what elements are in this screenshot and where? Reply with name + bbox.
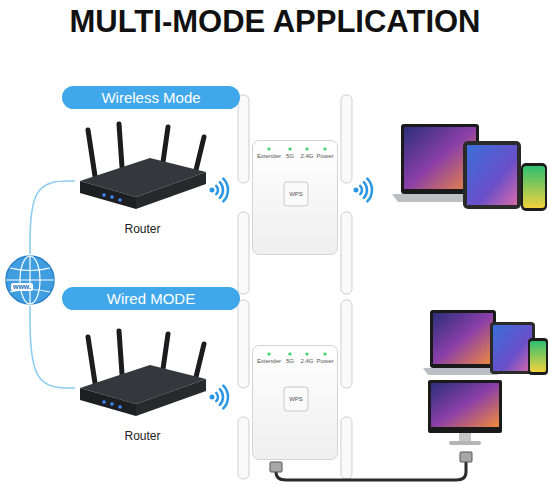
device-label: Power — [316, 358, 333, 365]
devices-wired — [423, 310, 548, 445]
status-led — [267, 147, 270, 150]
monitor-display — [431, 383, 499, 427]
mode-label: Wireless Mode — [62, 86, 240, 109]
device-label: 2.4G — [300, 153, 313, 160]
status-led — [288, 352, 291, 355]
mode-label: Wired MODE — [62, 287, 240, 310]
device-label: WPS — [289, 396, 303, 403]
wifi-signal — [210, 179, 228, 202]
device-label: 5G — [286, 358, 294, 365]
diagram-title: MULTI-MODE APPLICATION — [0, 3, 550, 41]
status-led — [305, 147, 308, 150]
tablet-display — [493, 325, 532, 371]
antenna — [238, 300, 249, 388]
laptop-display — [433, 313, 493, 364]
globe-grid — [20, 256, 40, 304]
status-led — [267, 352, 270, 355]
device-label: 5G — [286, 153, 294, 160]
extender-node: Extender 5G 2.4GPowerWPS — [252, 345, 338, 460]
device-label: Extender — [257, 358, 281, 365]
node-label: www. — [11, 283, 33, 291]
monitor — [428, 380, 502, 433]
monitor-stand — [459, 433, 471, 442]
monitor-base — [449, 441, 481, 445]
router-illustration — [80, 331, 206, 416]
wps-button — [284, 182, 308, 206]
antenna — [238, 212, 249, 294]
status-led — [305, 352, 308, 355]
router-node: Router — [75, 332, 210, 444]
device-label: WPS — [289, 191, 303, 198]
globe-circle — [6, 256, 54, 304]
globe-symbol — [4, 254, 56, 306]
extender-antennas — [238, 95, 352, 479]
node-label: Router — [124, 429, 160, 443]
antenna — [238, 95, 249, 183]
phone — [528, 338, 548, 375]
phone-display — [530, 341, 546, 372]
phone — [521, 163, 547, 211]
node-label: Wireless Mode — [101, 89, 200, 107]
rj45-plug — [460, 452, 472, 462]
device-label: Power — [316, 153, 333, 160]
antenna — [238, 417, 249, 479]
wifi-signal — [354, 179, 372, 202]
extender-node: Extender 5G 2.4GPowerWPS — [252, 140, 338, 255]
wps-button — [284, 387, 308, 411]
node-label: Router — [124, 222, 160, 236]
cable — [276, 462, 466, 480]
laptop-screen — [430, 310, 496, 368]
antenna — [341, 212, 352, 294]
network-link — [30, 181, 75, 254]
network-link — [30, 306, 75, 388]
device-label: 2.4G — [300, 358, 313, 365]
tablet-display — [467, 145, 517, 205]
antenna — [341, 417, 352, 479]
tablet — [463, 141, 521, 209]
router-illustration — [80, 124, 206, 209]
devices-wireless — [392, 124, 547, 211]
device-label: Extender — [257, 153, 281, 160]
globe-grid — [6, 279, 54, 280]
status-led — [323, 147, 326, 150]
node-label: Wired MODE — [107, 290, 195, 308]
internet-globe: www. — [4, 254, 56, 306]
status-led — [323, 352, 326, 355]
antenna — [341, 95, 352, 183]
status-led — [288, 147, 291, 150]
router-node: Router — [75, 125, 210, 237]
wifi-signal — [210, 386, 228, 409]
phone-display — [523, 166, 545, 208]
rj45-plug — [270, 462, 282, 472]
antenna — [341, 300, 352, 388]
globe-grid — [10, 268, 50, 271]
